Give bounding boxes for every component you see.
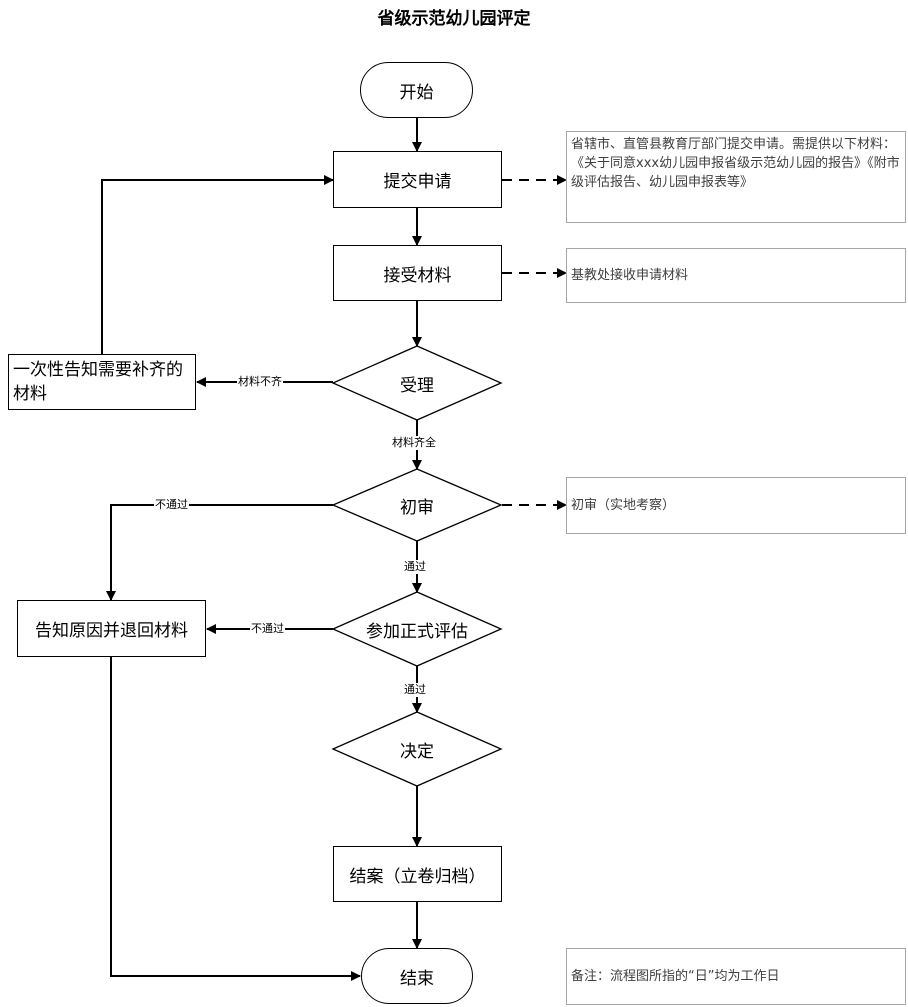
diamond-prelim xyxy=(331,468,503,542)
edge-label-materials-incomplete: 材料不齐 xyxy=(237,375,283,389)
node-accept-label: 受理 xyxy=(400,375,434,396)
note-prelim: 初审（实地考察） xyxy=(566,477,906,534)
diamond-accept xyxy=(331,345,503,421)
edge-reason-end xyxy=(110,657,361,981)
node-prelim-label: 初审 xyxy=(400,497,434,518)
diamond-formal-eval xyxy=(331,591,503,667)
node-end: 结束 xyxy=(361,948,473,1004)
edge-label-materials-complete: 材料齐全 xyxy=(391,436,437,450)
edge-label-prelim-fail: 不通过 xyxy=(154,498,189,512)
diamond-decide xyxy=(331,711,503,787)
node-start: 开始 xyxy=(360,62,473,118)
note-receive: 基教处接收申请材料 xyxy=(566,248,906,303)
node-decide-label: 决定 xyxy=(400,741,434,762)
edge-label-eval-pass: 通过 xyxy=(403,683,427,697)
note-submit: 省辖市、直管县教育厅部门提交申请。需提供以下材料：《关于同意xxx幼儿园申报省级… xyxy=(566,131,906,223)
note-remark: 备注：流程图所指的“日”均为工作日 xyxy=(566,948,906,1005)
node-notify-supplement: 一次性告知需要补齐的材料 xyxy=(8,354,196,410)
node-receive: 接受材料 xyxy=(333,245,502,301)
page-title: 省级示范幼儿园评定 xyxy=(377,9,531,29)
edge-notify-submit xyxy=(101,175,334,354)
node-notify-reason: 告知原因并退回材料 xyxy=(17,600,206,657)
node-submit: 提交申请 xyxy=(333,151,502,208)
edge-label-eval-fail: 不通过 xyxy=(250,622,285,636)
edge-label-prelim-pass: 通过 xyxy=(403,560,427,574)
edge-prelim-reason xyxy=(106,504,333,601)
node-formal-eval-label: 参加正式评估 xyxy=(366,621,468,642)
node-archive: 结案（立卷归档） xyxy=(333,846,502,902)
